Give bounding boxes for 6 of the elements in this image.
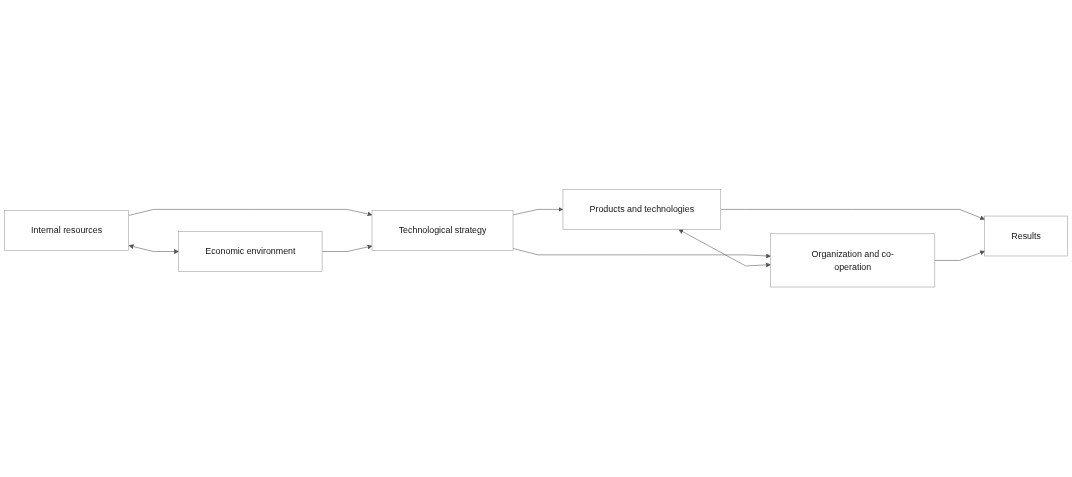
node-box: Economic environment <box>178 231 323 273</box>
node-box: Internal resources <box>4 210 129 251</box>
node-box: Organization and co-operation <box>770 233 936 288</box>
node-box: Technological strategy <box>371 210 514 251</box>
node-box: Results <box>984 216 1068 257</box>
node-box: Products and technologies <box>562 189 722 230</box>
